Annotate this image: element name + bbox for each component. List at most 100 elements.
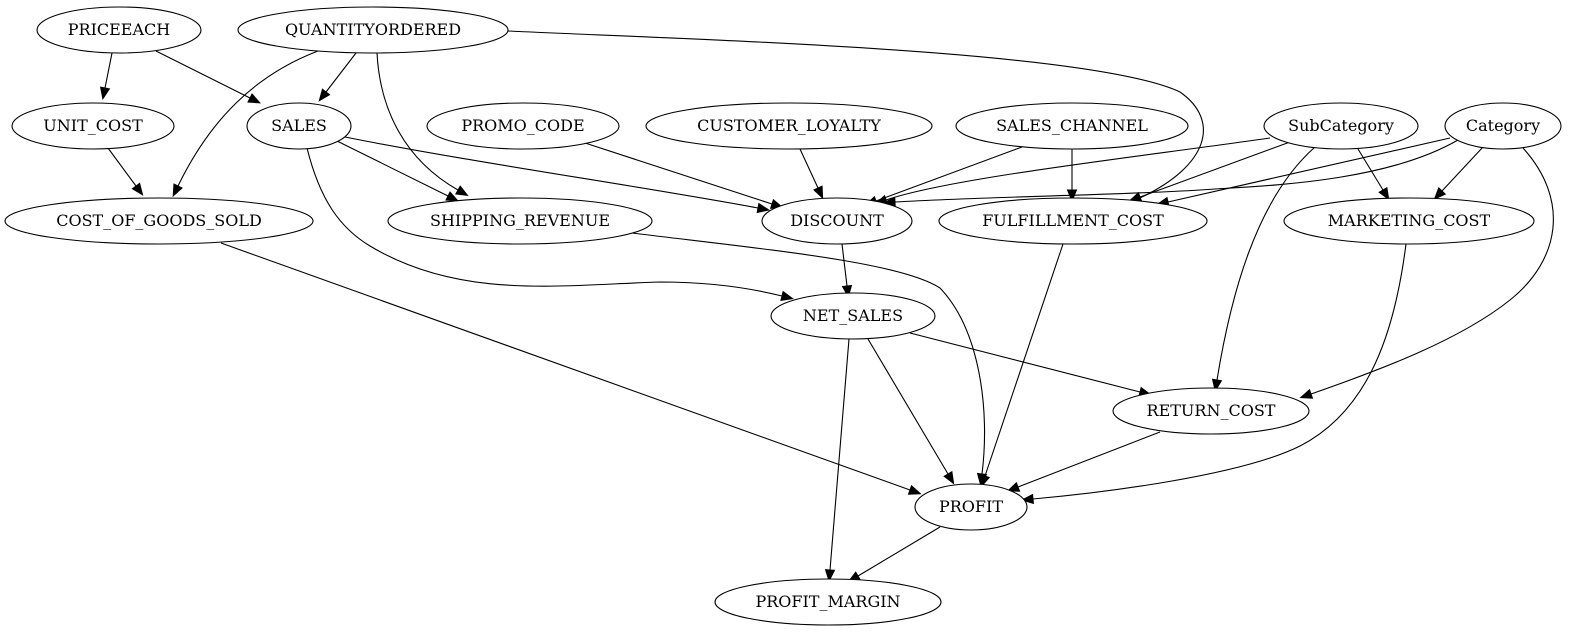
node-profit-margin[interactable]: PROFIT_MARGIN bbox=[714, 578, 942, 626]
arrowhead-icon bbox=[318, 88, 331, 102]
node-priceeach[interactable]: PRICEEACH bbox=[36, 6, 202, 54]
edge-line bbox=[104, 52, 113, 89]
arrowhead-icon bbox=[1299, 388, 1314, 399]
node-ellipse bbox=[938, 197, 1208, 245]
edge-cost-of-goods-sold-to-profit bbox=[220, 242, 922, 495]
arrowhead-icon bbox=[131, 182, 144, 196]
arrowhead-icon bbox=[756, 202, 771, 214]
edge-line bbox=[1216, 146, 1316, 381]
node-discount[interactable]: DISCOUNT bbox=[761, 197, 913, 245]
node-label: NET_SALES bbox=[803, 306, 903, 325]
node-ellipse bbox=[714, 578, 942, 626]
node-fulfillment-cost[interactable]: FULFILLMENT_COST bbox=[938, 197, 1208, 245]
node-category[interactable]: Category bbox=[1444, 102, 1562, 150]
edge-unit-cost-to-cost-of-goods-sold bbox=[107, 147, 144, 196]
edge-line bbox=[376, 52, 459, 191]
node-label: FULFILLMENT_COST bbox=[982, 211, 1164, 230]
node-label: COST_OF_GOODS_SOLD bbox=[56, 211, 262, 230]
arrowhead-icon bbox=[172, 183, 183, 198]
edge-line bbox=[107, 147, 137, 187]
arrowhead-icon bbox=[980, 473, 991, 488]
node-return-cost[interactable]: RETURN_COST bbox=[1112, 387, 1310, 435]
node-ellipse bbox=[1283, 197, 1535, 245]
arrowhead-icon bbox=[1378, 186, 1390, 201]
edge-line bbox=[344, 136, 759, 209]
node-cost-of-goods-sold[interactable]: COST_OF_GOODS_SOLD bbox=[4, 197, 314, 245]
node-ellipse bbox=[1444, 102, 1562, 150]
edge-fulfillment-cost-to-profit bbox=[980, 243, 1064, 488]
arrowhead-icon bbox=[841, 284, 853, 299]
arrowhead-icon bbox=[247, 93, 262, 104]
edge-line bbox=[1032, 243, 1407, 500]
node-ellipse bbox=[955, 102, 1189, 150]
edge-quantityordered-to-cost-of-goods-sold bbox=[172, 50, 319, 198]
arrowhead-icon bbox=[780, 290, 794, 301]
edge-line bbox=[155, 50, 251, 99]
edge-sales-to-net-sales bbox=[306, 147, 794, 301]
node-ellipse bbox=[4, 197, 314, 245]
edge-line bbox=[857, 526, 941, 577]
edge-subcategory-to-return-cost bbox=[1211, 146, 1316, 393]
edge-line bbox=[1167, 137, 1451, 203]
edge-line bbox=[885, 137, 1271, 201]
node-customer-loyalty[interactable]: CUSTOMER_LOYALTY bbox=[645, 102, 933, 150]
node-label: SALES bbox=[271, 116, 327, 135]
node-unit-cost[interactable]: UNIT_COST bbox=[11, 102, 175, 150]
node-label: DISCOUNT bbox=[790, 211, 884, 230]
arrowhead-icon bbox=[1006, 481, 1021, 492]
node-sales-channel[interactable]: SALES_CHANNEL bbox=[955, 102, 1189, 150]
edge-profit-to-profit-margin bbox=[847, 526, 941, 583]
node-ellipse bbox=[1112, 387, 1310, 435]
arrowhead-icon bbox=[1020, 493, 1034, 505]
edge-net-sales-to-profit-margin bbox=[824, 338, 850, 583]
node-marketing-cost[interactable]: MARKETING_COST bbox=[1283, 197, 1535, 245]
node-ellipse bbox=[36, 6, 202, 54]
edge-category-to-return-cost bbox=[1299, 147, 1554, 399]
arrowhead-icon bbox=[1433, 187, 1447, 201]
edge-promo-code-to-discount bbox=[581, 141, 784, 209]
edge-line bbox=[631, 232, 986, 475]
edge-line bbox=[325, 52, 357, 93]
edge-priceeach-to-sales bbox=[155, 50, 262, 104]
node-profit[interactable]: PROFIT bbox=[914, 483, 1028, 531]
edge-sales-channel-to-fulfillment-cost bbox=[1066, 149, 1078, 203]
node-ellipse bbox=[387, 197, 653, 245]
node-ellipse bbox=[246, 102, 352, 150]
edge-line bbox=[1139, 141, 1291, 198]
node-net-sales[interactable]: NET_SALES bbox=[770, 292, 936, 340]
edge-category-to-marketing-cost bbox=[1433, 146, 1484, 201]
edge-line bbox=[867, 338, 949, 475]
edge-subcategory-to-marketing-cost bbox=[1357, 148, 1390, 201]
edge-sales-to-discount bbox=[344, 136, 771, 214]
node-label: Category bbox=[1466, 116, 1540, 135]
edge-net-sales-to-profit bbox=[867, 338, 955, 485]
edge-quantityordered-to-sales bbox=[318, 52, 357, 102]
node-label: RETURN_COST bbox=[1147, 401, 1276, 420]
arrowhead-icon bbox=[454, 185, 469, 197]
node-ellipse bbox=[645, 102, 933, 150]
edge-line bbox=[799, 148, 819, 189]
node-sales[interactable]: SALES bbox=[246, 102, 352, 150]
node-ellipse bbox=[426, 102, 620, 150]
edge-customer-loyalty-to-discount bbox=[799, 148, 824, 200]
edge-line bbox=[894, 139, 1459, 203]
edge-priceeach-to-unit-cost bbox=[99, 52, 113, 101]
node-label: MARKETING_COST bbox=[1328, 211, 1491, 230]
edge-line bbox=[177, 50, 319, 187]
node-subcategory[interactable]: SubCategory bbox=[1263, 102, 1419, 150]
node-label: PROFIT_MARGIN bbox=[755, 592, 900, 611]
edge-line bbox=[909, 332, 1141, 393]
node-ellipse bbox=[237, 6, 509, 54]
edge-line bbox=[1357, 148, 1384, 191]
edge-line bbox=[841, 243, 848, 287]
edge-layer bbox=[99, 30, 1554, 583]
arrowhead-icon bbox=[445, 191, 460, 202]
node-promo-code[interactable]: PROMO_CODE bbox=[426, 102, 620, 150]
edge-line bbox=[1017, 431, 1161, 488]
node-quantityordered[interactable]: QUANTITYORDERED bbox=[237, 6, 509, 54]
edge-category-to-discount bbox=[882, 139, 1459, 208]
edge-marketing-cost-to-profit bbox=[1020, 243, 1407, 505]
edge-line bbox=[875, 146, 1023, 202]
node-shipping-revenue[interactable]: SHIPPING_REVENUE bbox=[387, 197, 653, 245]
